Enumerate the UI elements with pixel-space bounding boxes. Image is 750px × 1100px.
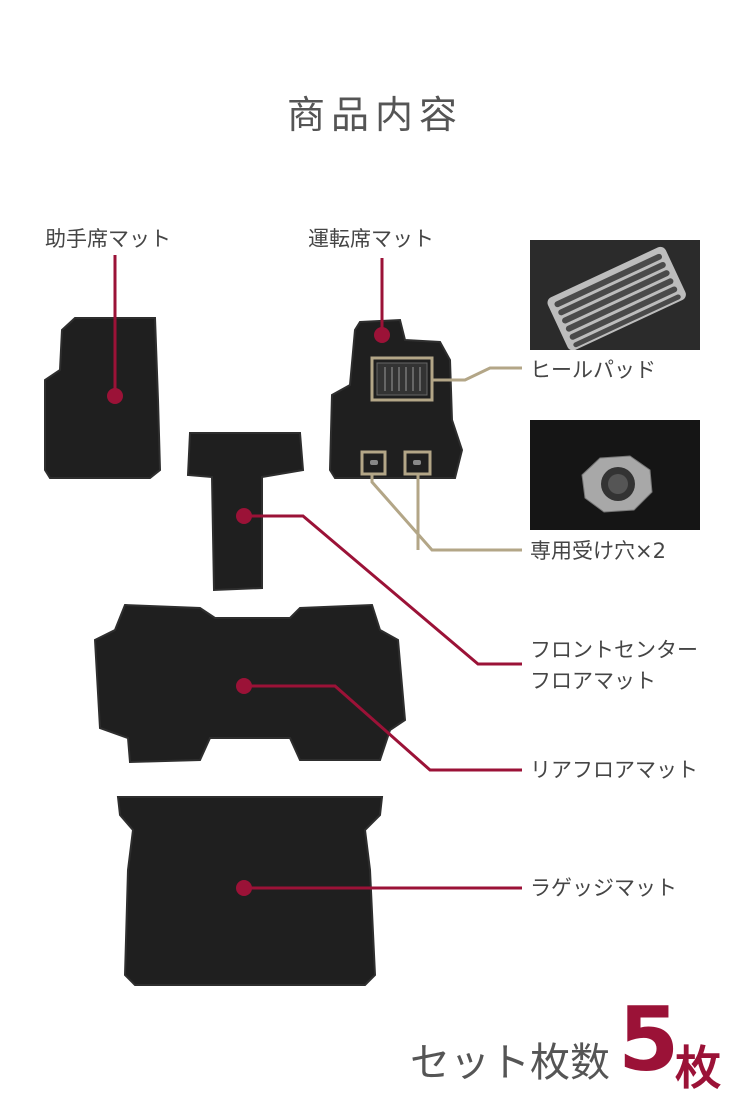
label-rear-mat: リアフロアマット: [530, 758, 698, 782]
hole-photo: [530, 420, 700, 530]
heel-pad-on-mat: [376, 362, 428, 396]
label-front-center-2: フロアマット: [530, 669, 656, 693]
label-driver-mat: 運転席マット: [308, 227, 434, 251]
luggage-dot: [236, 880, 252, 896]
label-luggage-mat: ラゲッジマット: [530, 876, 677, 900]
label-heel-pad: ヒールパッド: [530, 358, 656, 382]
passenger-mat: [44, 317, 162, 479]
crimson-callouts: [113, 255, 522, 890]
set-count-label: セット枚数: [410, 1040, 610, 1086]
label-front-center-1: フロントセンター: [530, 638, 698, 662]
label-holes: 専用受け穴×2: [530, 539, 666, 563]
driver-dot: [374, 327, 390, 343]
heel-pad-photo: [530, 240, 700, 350]
rear-dot: [236, 678, 252, 694]
page-title: 商品内容: [286, 93, 463, 137]
tan-callouts: [360, 356, 522, 552]
passenger-dot: [107, 388, 123, 404]
set-count-number: 5: [618, 988, 680, 1091]
set-count-unit: 枚: [675, 1041, 721, 1095]
label-passenger-mat: 助手席マット: [45, 227, 171, 251]
center-dot: [236, 508, 252, 524]
